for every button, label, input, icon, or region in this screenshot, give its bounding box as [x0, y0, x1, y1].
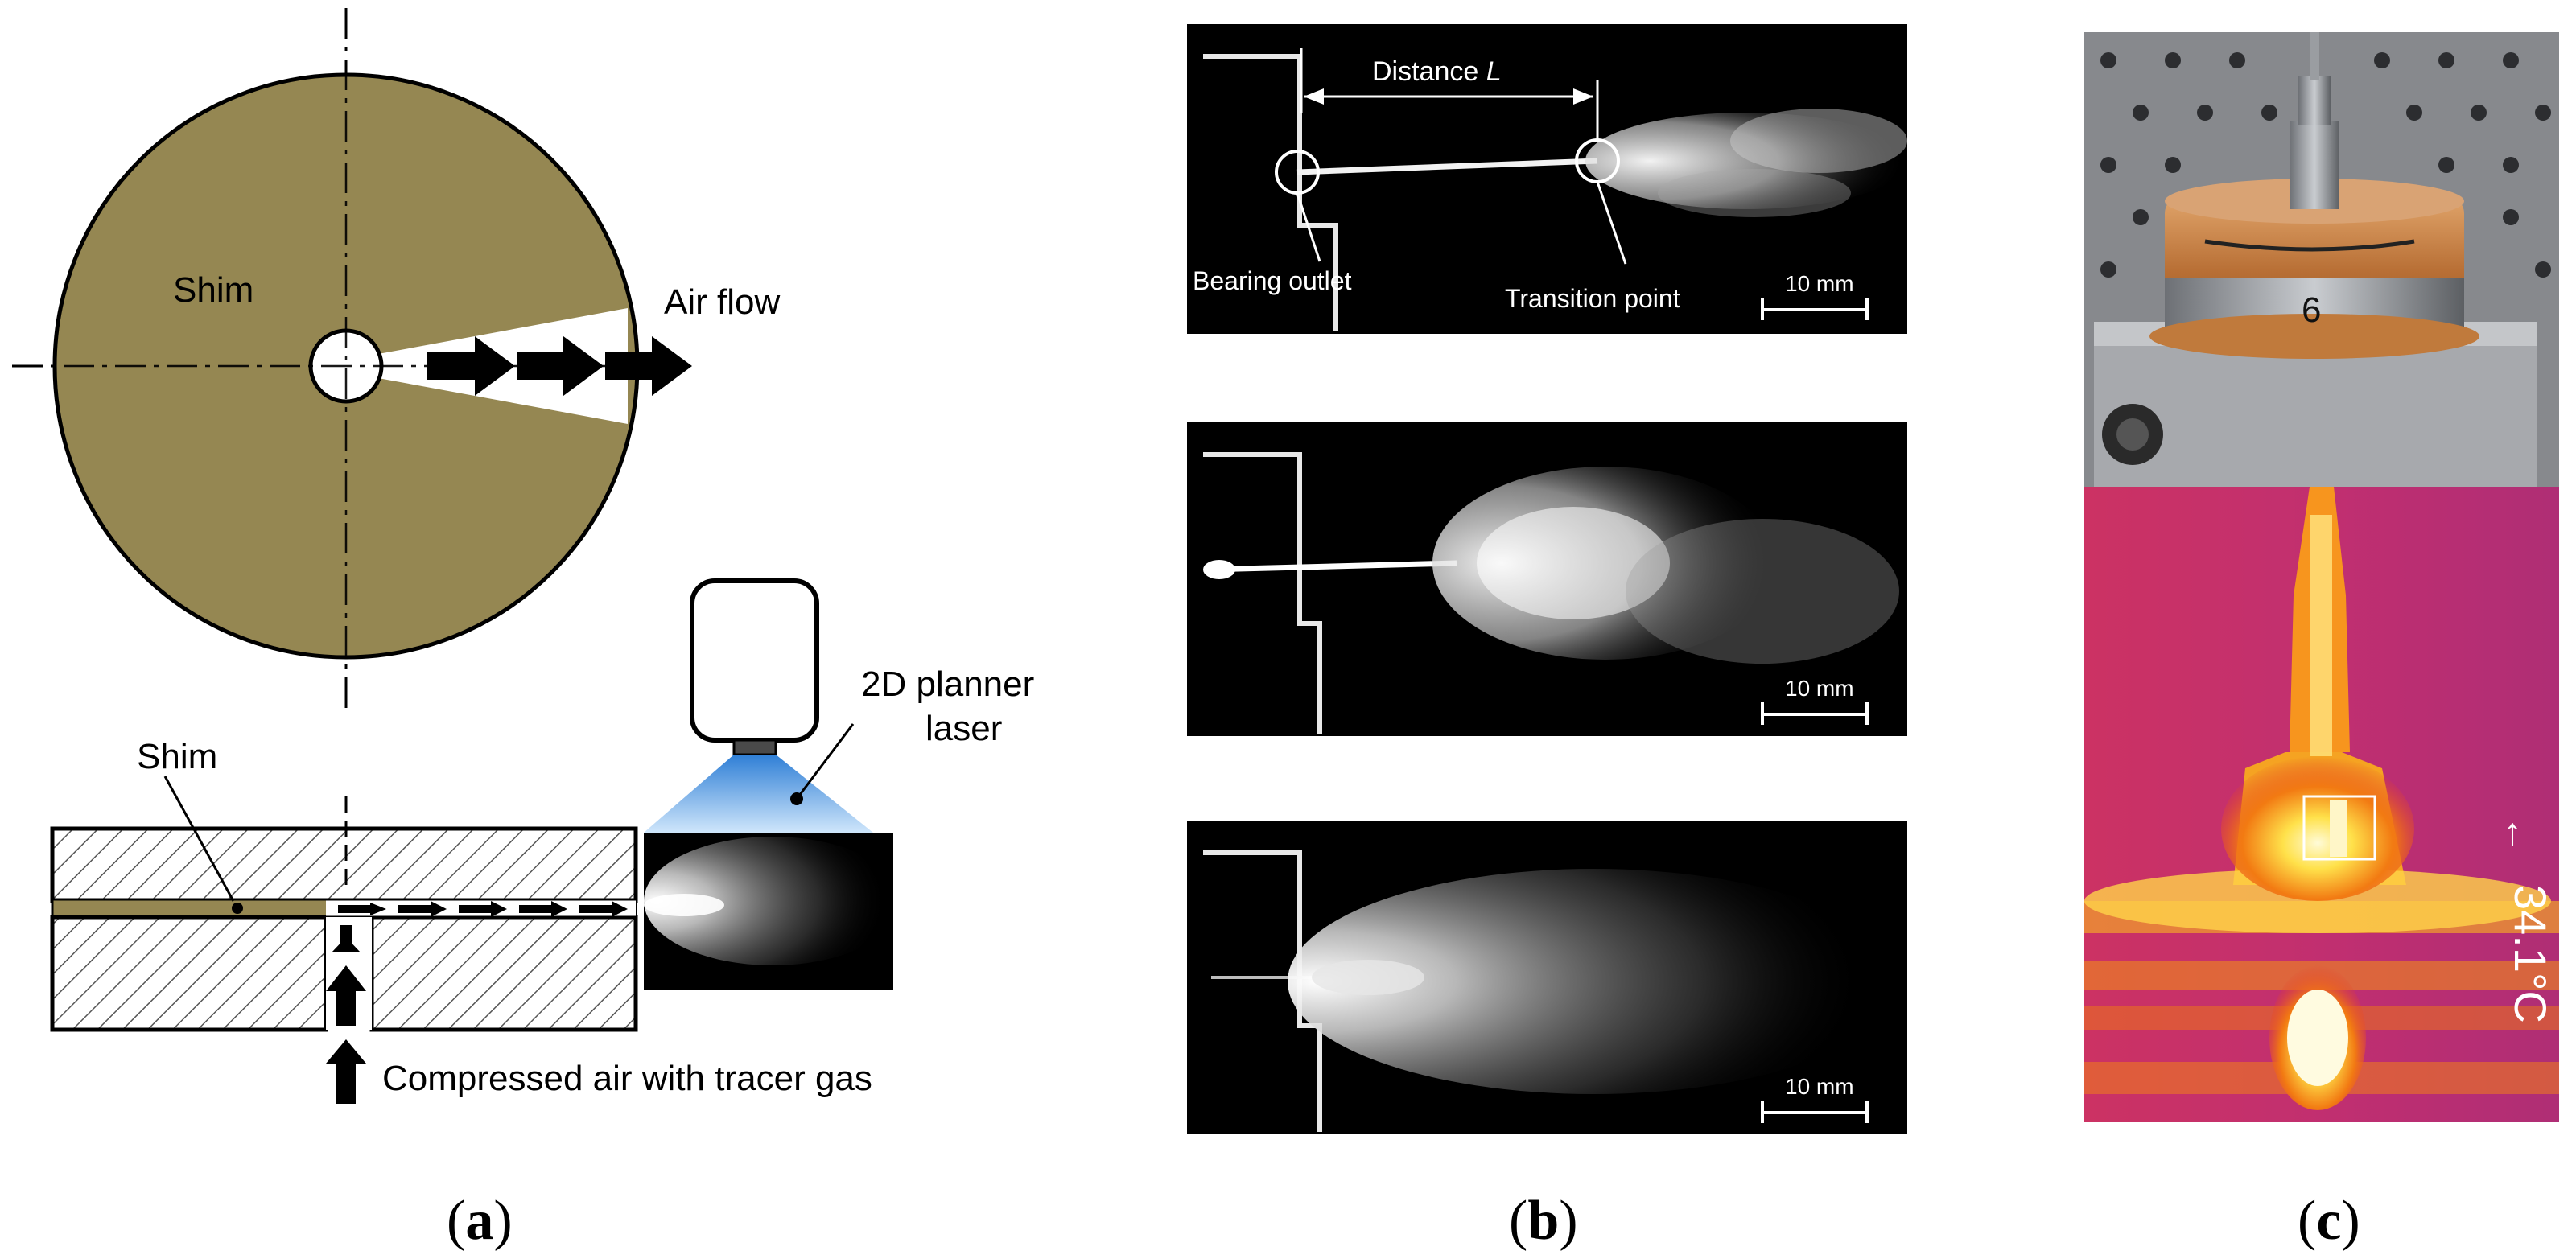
scale-label-1: 10 mm	[1785, 271, 1854, 296]
scale-label-3: 10 mm	[1785, 1074, 1854, 1099]
scale-label-2: 10 mm	[1785, 676, 1854, 701]
shim-top-view: Shim Air flow	[12, 8, 780, 712]
panel-c-caption: (c)	[2298, 1190, 2360, 1252]
laser-sheet	[644, 755, 873, 833]
shim-top-label: Shim	[173, 270, 253, 310]
air-flow-label: Air flow	[664, 282, 780, 322]
laser-camera: 2D planner laser	[644, 578, 1034, 990]
bearing-section: Shim Compressed air with tracer gas	[50, 737, 872, 1104]
panel-b-caption: (b)	[1509, 1190, 1578, 1252]
flow-arrow-icon	[427, 336, 692, 396]
distance-label: Distance L	[1372, 56, 1502, 87]
transition-point-label: Transition point	[1505, 284, 1680, 313]
svg-text:6: 6	[2302, 290, 2321, 330]
panel-a: Shim Air flow	[12, 8, 1034, 1252]
compressed-air-label: Compressed air with tracer gas	[382, 1059, 872, 1098]
lower-plate-left	[50, 915, 328, 1032]
schlieren-image-3: 10 mm	[1187, 821, 1907, 1134]
thermal-measurement-box	[2302, 795, 2376, 861]
schlieren-image-1: Distance L Bearing outlet Transition poi…	[1187, 24, 1907, 334]
thermal-cursor-icon: ↑	[2503, 811, 2522, 854]
panel-c: 6 ↑ 34.1°C (c)	[2084, 32, 2559, 1252]
laser-label-line1: 2D planner	[861, 664, 1034, 704]
flow-arrow-icon	[326, 901, 628, 1104]
camera-icon	[690, 578, 819, 756]
temperature-label: 34.1°C	[2505, 885, 2556, 1023]
thermal-image: ↑ 34.1°C	[2084, 487, 2559, 1122]
panel-a-caption: (a)	[447, 1190, 513, 1252]
perforated-wall	[2100, 52, 2551, 278]
panel-b: Distance L Bearing outlet Transition poi…	[1187, 24, 1907, 1252]
bearing-outlet-label: Bearing outlet	[1193, 266, 1352, 295]
schlieren-image-2: 10 mm	[1187, 422, 1907, 736]
bearing-photo: 6	[2084, 32, 2559, 487]
lower-plate-right	[369, 915, 638, 1032]
upper-plate	[50, 826, 638, 903]
shim-side-label: Shim	[137, 737, 217, 776]
laser-label-line2: laser	[925, 709, 1002, 748]
